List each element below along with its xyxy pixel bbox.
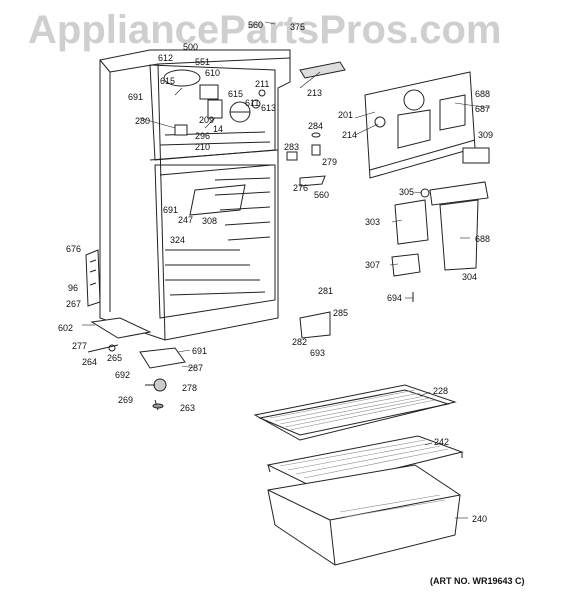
callout-214: 214 [342,130,358,140]
callout-676: 676 [66,244,82,254]
callout-211: 211 [255,79,270,89]
callout-264: 264 [82,357,98,367]
callout-240: 240 [472,514,488,524]
callout-615: 615 [160,76,176,86]
callout-280: 280 [135,116,151,126]
cabinet-case [99,49,291,341]
watermark-text: AppliancePartsPros.com [28,8,502,52]
callout-213: 213 [307,88,323,98]
callout-14: 14 [213,124,224,134]
callout-281: 281 [318,286,334,296]
callout-263: 263 [180,403,196,413]
callout-282: 282 [292,337,308,347]
callout-287: 287 [188,363,204,373]
callout-687: 687 [475,104,491,114]
callout-375: 375 [290,22,306,32]
callout-691c: 691 [192,346,208,356]
callout-277: 277 [72,341,88,351]
callout-209: 209 [199,115,215,125]
callout-284: 284 [308,121,324,131]
callout-285: 285 [333,308,349,318]
callout-611: 611 [245,98,260,108]
callout-296: 296 [195,131,211,141]
callout-560: 560 [248,20,264,30]
callout-324: 324 [170,235,186,245]
callout-309: 309 [478,130,494,140]
callout-242: 242 [434,437,450,447]
callout-694: 694 [387,293,403,303]
callout-691b: 691 [163,205,179,215]
callout-610: 610 [205,68,221,78]
callout-247: 247 [178,215,194,225]
callout-276: 276 [293,183,309,193]
art-number: (ART NO. WR19643 C) [430,576,525,586]
callout-693: 693 [310,348,326,358]
callout-278: 278 [182,383,198,393]
callout-279: 279 [322,157,338,167]
callout-201: 201 [338,110,354,120]
callout-688b: 688 [475,234,491,244]
callout-602: 602 [58,323,74,333]
callout-267: 267 [66,299,82,309]
callout-210: 210 [195,142,211,152]
callout-551: 551 [195,57,211,67]
hinge-bracket [85,249,101,307]
callout-691: 691 [128,92,144,102]
callout-307: 307 [365,260,381,270]
callout-612: 612 [158,53,174,63]
callout-228: 228 [433,386,449,396]
callout-96: 96 [68,283,79,293]
callout-692: 692 [115,370,131,380]
callout-688: 688 [475,89,491,99]
callout-500: 500 [183,42,199,52]
callout-613: 613 [261,103,277,113]
callout-560b: 560 [314,190,330,200]
callout-615b: 615 [228,89,244,99]
callout-265: 265 [107,353,123,363]
callout-304: 304 [462,272,478,282]
callout-303: 303 [365,217,381,227]
callout-305: 305 [399,187,415,197]
callout-269: 269 [118,395,134,405]
callout-283: 283 [284,142,300,152]
callout-308: 308 [202,216,218,226]
